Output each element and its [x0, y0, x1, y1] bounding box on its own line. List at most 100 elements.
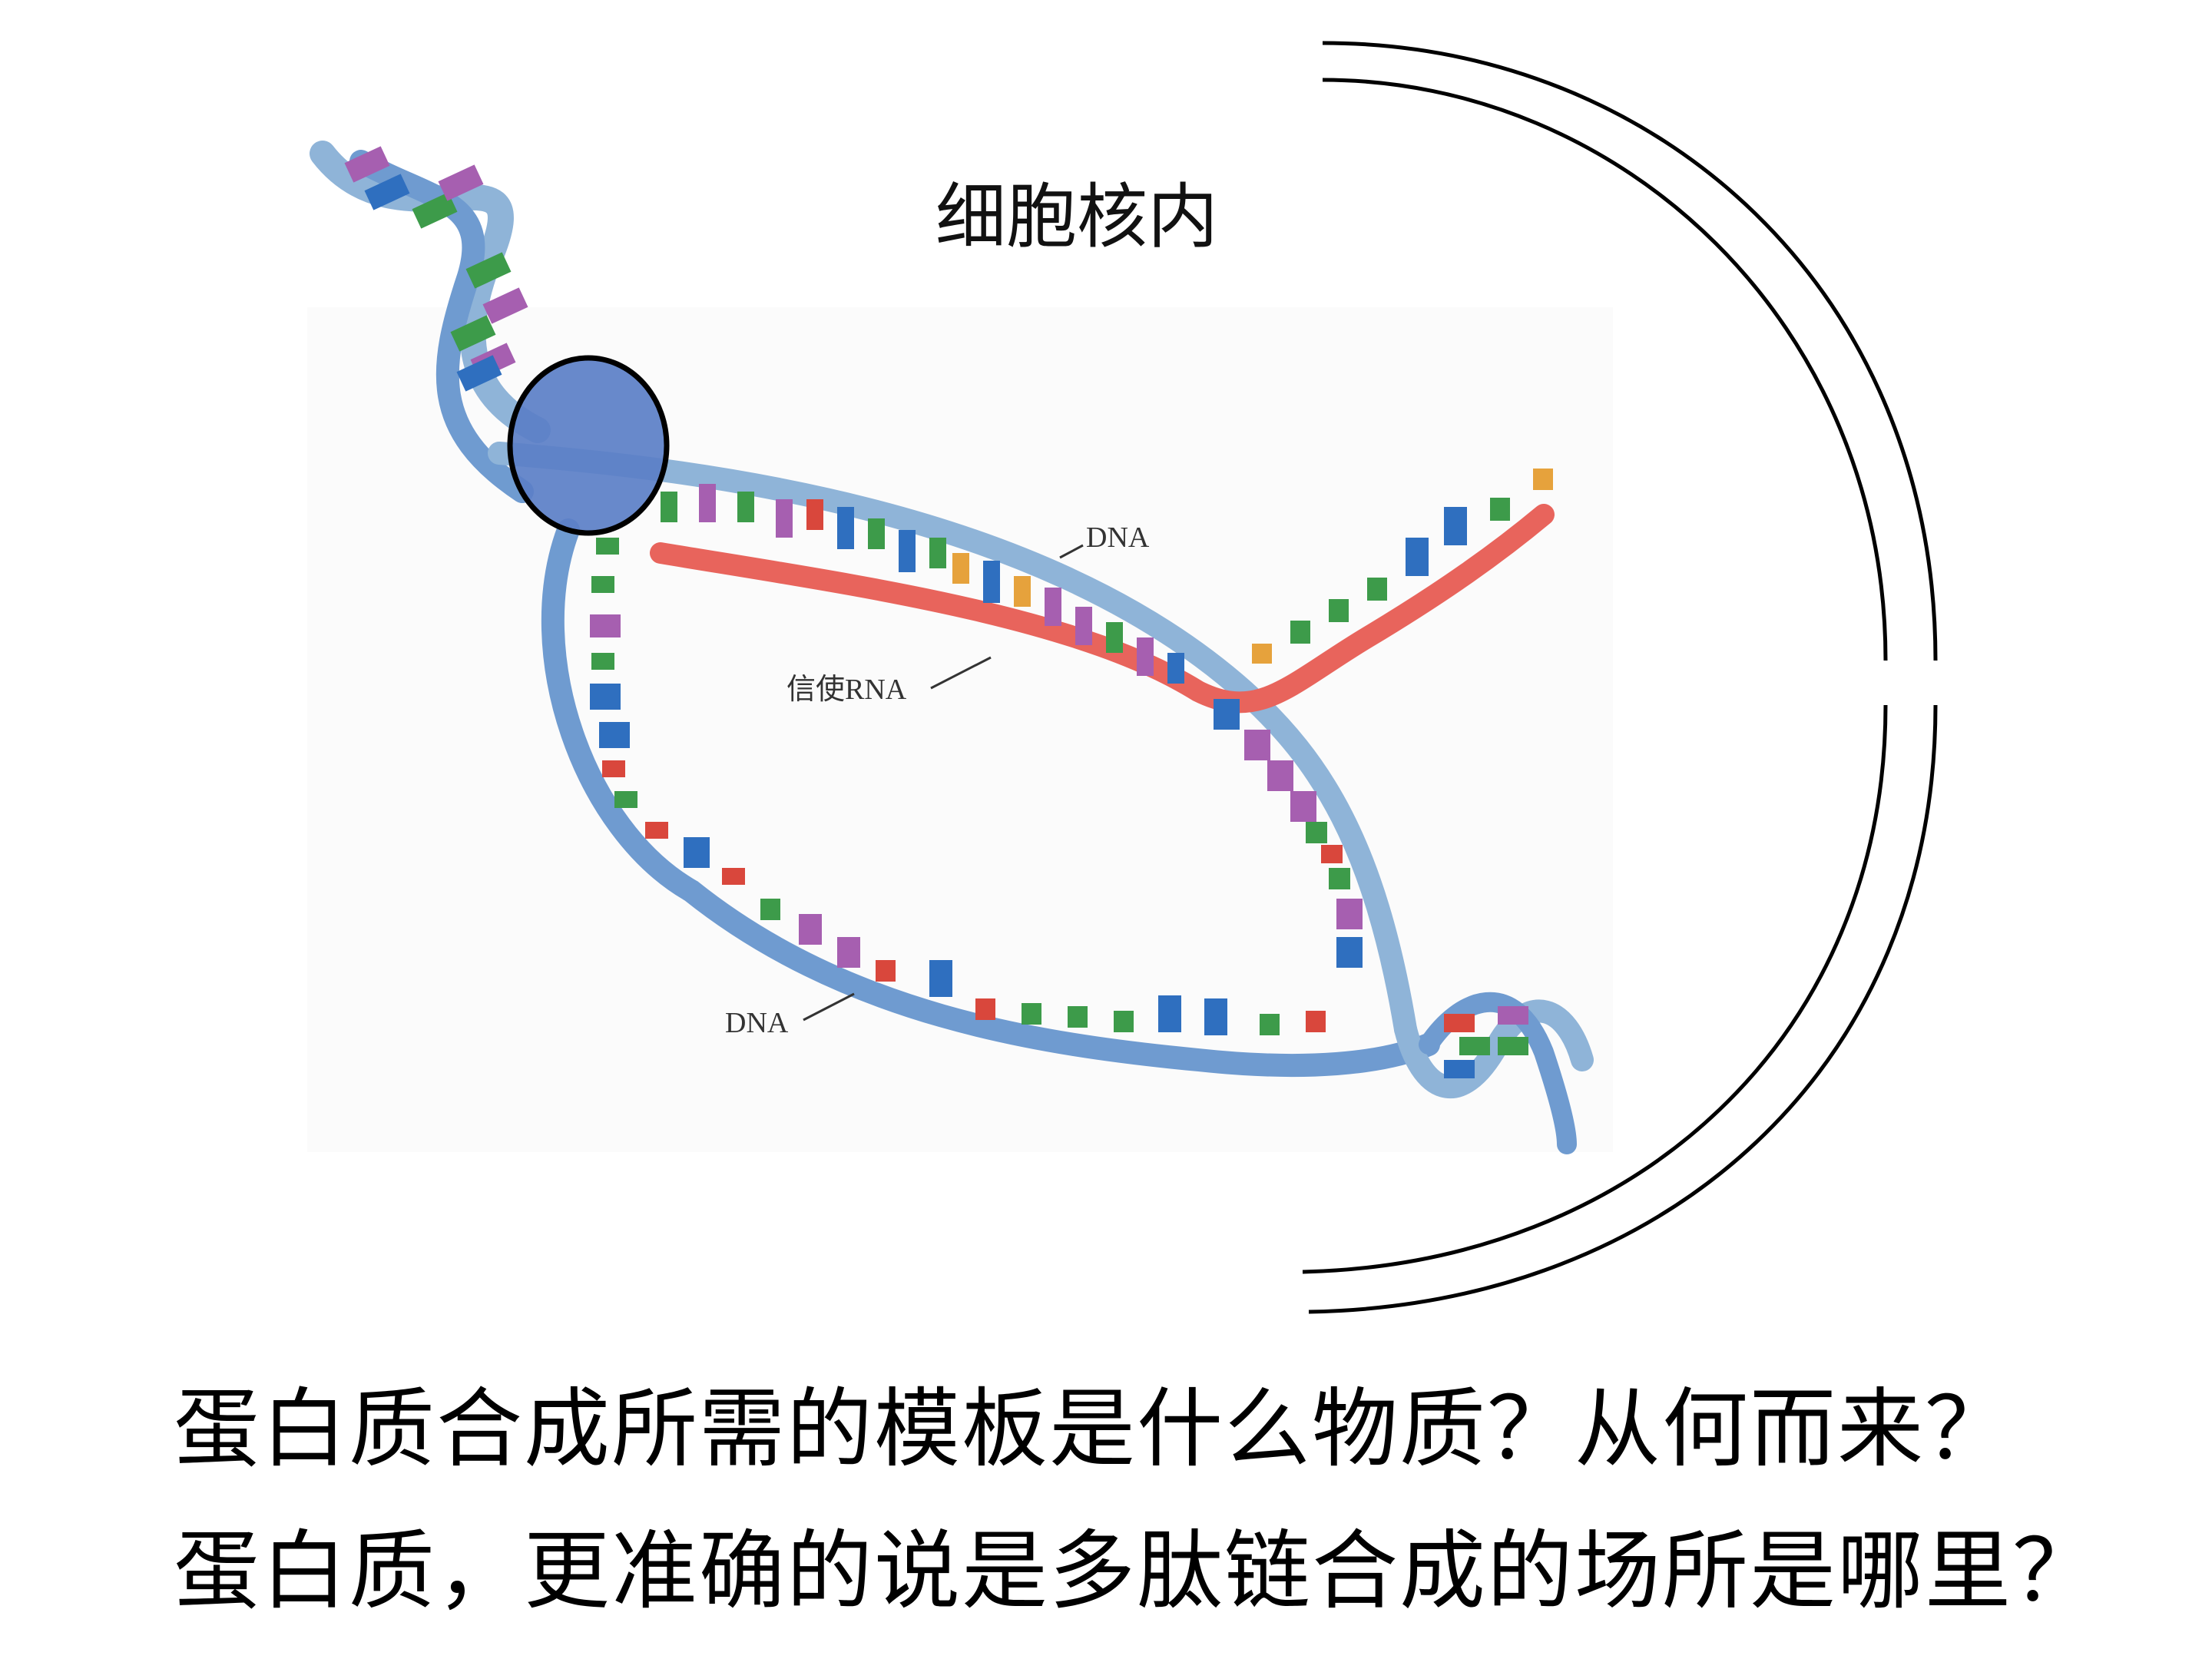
base-purple [590, 614, 621, 637]
lower-helix [1394, 992, 1594, 1154]
base-blue [1158, 995, 1181, 1032]
nuclear-membrane-inner-lower [1302, 704, 1888, 1274]
nuclear-membrane-inner-upper [1322, 78, 1888, 661]
base-green [868, 518, 885, 549]
base-blue [1444, 507, 1467, 545]
base-green [1498, 1037, 1528, 1055]
base-purple [1137, 637, 1154, 676]
base-blue [1444, 1060, 1475, 1078]
base-green [760, 899, 780, 920]
helix-strand-c [1394, 999, 1594, 1099]
base-green [1329, 599, 1349, 622]
base-blue [1406, 538, 1429, 576]
base-purple [699, 484, 716, 522]
base-green [737, 492, 754, 522]
base-purple [344, 146, 390, 183]
base-purple [1244, 730, 1270, 760]
base-red [876, 960, 896, 982]
base-red [602, 760, 625, 777]
base-green [614, 791, 637, 808]
base-green [1022, 1003, 1041, 1025]
base-green [591, 576, 614, 593]
nuclear-membrane-outer-upper [1322, 41, 1938, 661]
base-blue [1167, 653, 1184, 684]
base-blue [837, 507, 854, 549]
base-red [1321, 845, 1343, 863]
dna-bottom-strand [541, 518, 1440, 1078]
base-green [929, 538, 946, 568]
upper-helix-bases [344, 146, 528, 392]
base-green [450, 315, 496, 352]
base-blue [1214, 699, 1240, 730]
pointer-line-dna-bottom [803, 992, 855, 1022]
base-purple [799, 914, 822, 945]
dna-top-label: DNA [1086, 522, 1150, 554]
base-green [1367, 578, 1387, 601]
paired-bases-left [590, 538, 745, 885]
nuclear-membrane [1302, 41, 1938, 1314]
base-blue [1204, 998, 1227, 1035]
base-orange [1014, 576, 1031, 607]
base-purple [1267, 760, 1293, 791]
base-red [975, 998, 995, 1020]
base-red [806, 499, 823, 530]
base-green [596, 538, 619, 555]
base-purple [1498, 1006, 1528, 1025]
base-blue [599, 722, 630, 748]
base-purple [837, 937, 860, 968]
pointer-lines [803, 544, 1084, 1022]
base-blue [364, 174, 410, 210]
base-blue [983, 561, 1000, 603]
base-purple [776, 499, 793, 538]
base-green [1306, 822, 1327, 843]
pointer-line-mrna [930, 656, 992, 690]
base-red [645, 822, 668, 839]
base-orange [1252, 644, 1272, 664]
base-orange [952, 553, 969, 584]
base-purple [1336, 899, 1363, 929]
base-red [1306, 1011, 1326, 1032]
base-red [1444, 1014, 1475, 1032]
base-green [1106, 622, 1123, 653]
base-blue [456, 355, 502, 392]
base-green [1329, 868, 1350, 889]
base-blue [590, 684, 621, 710]
pointer-line-dna-top [1059, 544, 1084, 559]
base-blue [929, 960, 952, 997]
question-2: 蛋白质，更准确的说是多肽链合成的场所是哪里？ [174, 1522, 2100, 1621]
base-green [1459, 1037, 1490, 1055]
base-green [591, 653, 614, 670]
base-green [1290, 621, 1310, 644]
mrna-label: 信使RNA [786, 674, 907, 706]
base-red [722, 868, 745, 885]
rna-polymerase-enzyme [507, 355, 670, 536]
dna-bottom-label: DNA [725, 1007, 789, 1039]
base-purple [1045, 588, 1061, 626]
nuclear-membrane-outer-lower [1308, 704, 1938, 1314]
base-green [465, 252, 512, 289]
lower-helix-bases [1444, 1006, 1528, 1078]
base-green [412, 192, 458, 229]
base-green [1068, 1006, 1088, 1028]
paired-bases-top [661, 484, 1184, 684]
base-green [1490, 498, 1510, 521]
base-blue [899, 530, 916, 572]
base-purple [482, 287, 528, 324]
helix-strand-d [1419, 992, 1577, 1154]
helix-strand-b [349, 150, 534, 503]
mrna-tail-bases [1252, 469, 1553, 664]
base-blue [684, 837, 710, 868]
base-orange [1533, 469, 1553, 490]
base-blue [1336, 937, 1363, 968]
base-purple [1290, 791, 1316, 822]
dna-top-strand [488, 442, 1417, 1041]
base-green [1260, 1014, 1280, 1035]
paired-bases-right [1214, 699, 1363, 968]
base-purple [1075, 607, 1092, 645]
question-1: 蛋白质合成所需的模板是什么物质？从何而来？ [174, 1379, 2012, 1479]
nucleus-label: 细胞核内 [935, 176, 1219, 258]
paired-bases-bottom [760, 899, 1326, 1035]
base-green [661, 492, 677, 522]
